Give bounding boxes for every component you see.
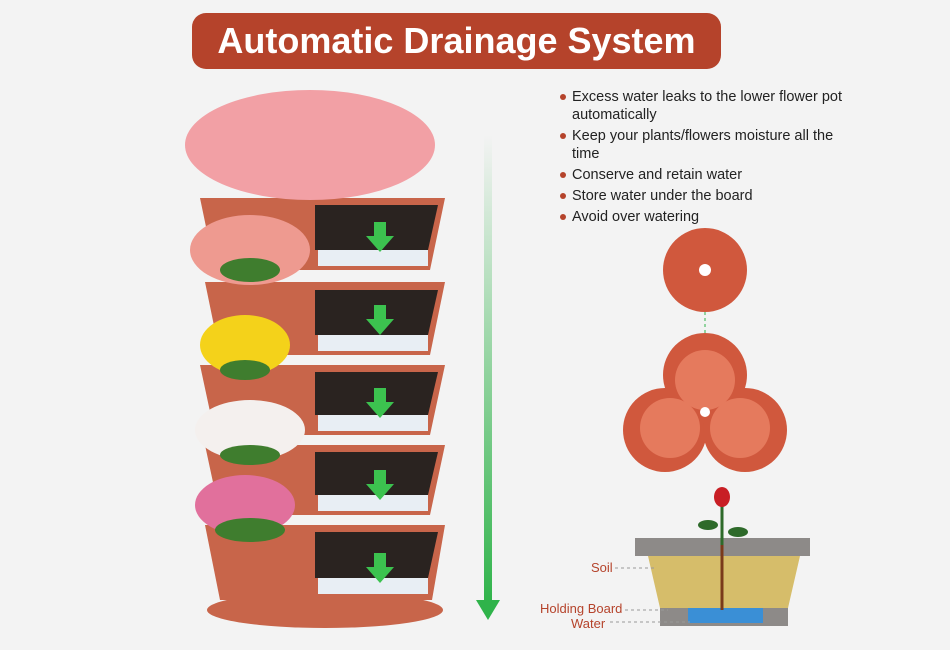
flowers bbox=[185, 90, 435, 542]
soil-label: Soil bbox=[591, 560, 613, 575]
pot-tower bbox=[185, 90, 445, 628]
feature-item: Excess water leaks to the lower flower p… bbox=[560, 88, 860, 124]
title-banner: Automatic Drainage System bbox=[192, 13, 721, 69]
feature-item: Keep your plants/flowers moisture all th… bbox=[560, 127, 860, 163]
feature-list: Excess water leaks to the lower flower p… bbox=[560, 88, 860, 229]
feature-item: Store water under the board bbox=[560, 187, 860, 205]
holding-board-label: Holding Board bbox=[540, 601, 623, 616]
flow-arrow bbox=[484, 135, 492, 605]
arrow-head-icon bbox=[476, 600, 500, 620]
cross-section-diagram bbox=[610, 487, 810, 626]
feature-item: Conserve and retain water bbox=[560, 166, 860, 184]
rose-icon bbox=[714, 487, 730, 507]
water-label: Water bbox=[571, 616, 606, 631]
feature-item: Avoid over watering bbox=[560, 208, 860, 226]
down-arrow-icon bbox=[366, 222, 394, 583]
